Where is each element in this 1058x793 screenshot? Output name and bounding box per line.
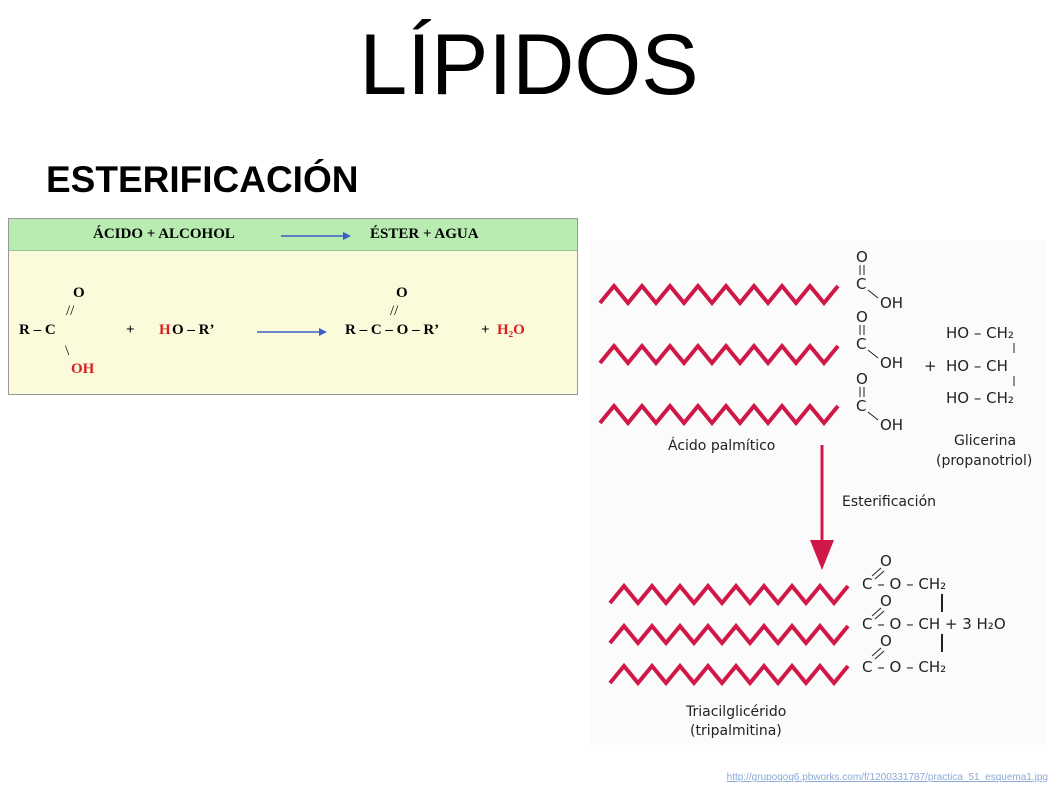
ester-oxygen: O xyxy=(396,285,408,301)
carboxyl-group-2: O C OH xyxy=(856,308,903,372)
acid-label: Ácido palmítico xyxy=(668,437,775,454)
ester-group-2: O C – O – CH + 3 H₂O xyxy=(862,592,1006,652)
ester-chain-3 xyxy=(608,662,850,687)
ester-group-3: O C – O – CH₂ xyxy=(862,632,946,676)
water-product: H₂O xyxy=(497,322,525,338)
header-arrow-icon xyxy=(281,232,351,240)
image-source-link[interactable]: http://grupoqoq6.pbworks.com/f/120033178… xyxy=(726,772,1048,783)
acid-chain-3 xyxy=(598,402,840,427)
equation-header xyxy=(9,219,577,251)
reaction-arrow-icon xyxy=(257,328,327,336)
acid-o-1: O xyxy=(856,248,868,266)
acid-c-2: C xyxy=(856,335,866,353)
reaction-scheme: O C OH O C OH O C OH + HO – CH₂ HO – CH xyxy=(598,248,1032,739)
header-right-text: ÉSTER + AGUA xyxy=(370,226,479,242)
section-subtitle: ESTERIFICACIÓN xyxy=(46,159,359,200)
plus-glycerol: + xyxy=(924,357,937,375)
arrow-label: Esterificación xyxy=(842,494,936,510)
ester-group-1: O C – O – CH₂ xyxy=(862,552,946,612)
acid-oxygen: O xyxy=(73,285,85,301)
acid-single-bond: \ xyxy=(65,343,70,359)
glycerol-label-2: (propanotriol) xyxy=(936,453,1032,469)
esterification-arrow-icon xyxy=(810,445,834,570)
acid-double-bond: // xyxy=(66,303,75,319)
carboxyl-group-3: O C OH xyxy=(856,370,903,434)
ester-double-bond: // xyxy=(390,303,399,319)
carboxyl-group-1: O C OH xyxy=(856,248,903,312)
glycerol-row-1: HO – CH₂ xyxy=(946,324,1014,342)
glycerol-row-3: HO – CH₂ xyxy=(946,389,1014,407)
ester-row-3: C – O – CH₂ xyxy=(862,658,946,676)
acid-hydroxyl: OH xyxy=(71,361,95,377)
ester-main: R – C – O – R’ xyxy=(345,322,440,338)
acid-main: R – C xyxy=(19,322,56,338)
acid-oh-3: OH xyxy=(880,416,903,434)
ester-o-1: O xyxy=(880,552,892,570)
acid-c-1: C xyxy=(856,275,866,293)
alcohol-rest: O – R’ xyxy=(172,322,215,338)
product-label-1: Triacilglicérido xyxy=(685,704,786,720)
acid-oh-2: OH xyxy=(880,354,903,372)
plus-sign: + xyxy=(126,322,135,338)
ester-chain-1 xyxy=(608,582,850,607)
acid-chain-2 xyxy=(598,342,840,367)
header-left-text: ÁCIDO + ALCOHOL xyxy=(93,226,235,242)
general-equation-panel: ÁCIDO + ALCOHOL ÉSTER + AGUA O // R – C … xyxy=(8,218,578,395)
alcohol-hydrogen: H xyxy=(159,322,171,338)
page-title: LÍPIDOS xyxy=(359,17,699,113)
ester-o-2: O xyxy=(880,592,892,610)
acid-chain-1 xyxy=(598,282,840,307)
product-label-2: (tripalmitina) xyxy=(690,723,782,739)
acid-c-3: C xyxy=(856,397,866,415)
glycerol-label-1: Glicerina xyxy=(954,433,1016,449)
acid-o-3: O xyxy=(856,370,868,388)
palmitic-esterification-figure: O C OH O C OH O C OH + HO – CH₂ HO – CH xyxy=(590,240,1045,745)
plus-sign-2: + xyxy=(481,322,490,338)
acid-oh-1: OH xyxy=(880,294,903,312)
glycerol-row-2: HO – CH xyxy=(946,357,1008,375)
ester-row-2: C – O – CH + 3 H₂O xyxy=(862,615,1006,633)
ester-chain-2 xyxy=(608,622,850,647)
ester-row-1: C – O – CH₂ xyxy=(862,575,946,593)
ester-o-3: O xyxy=(880,632,892,650)
acid-o-2: O xyxy=(856,308,868,326)
